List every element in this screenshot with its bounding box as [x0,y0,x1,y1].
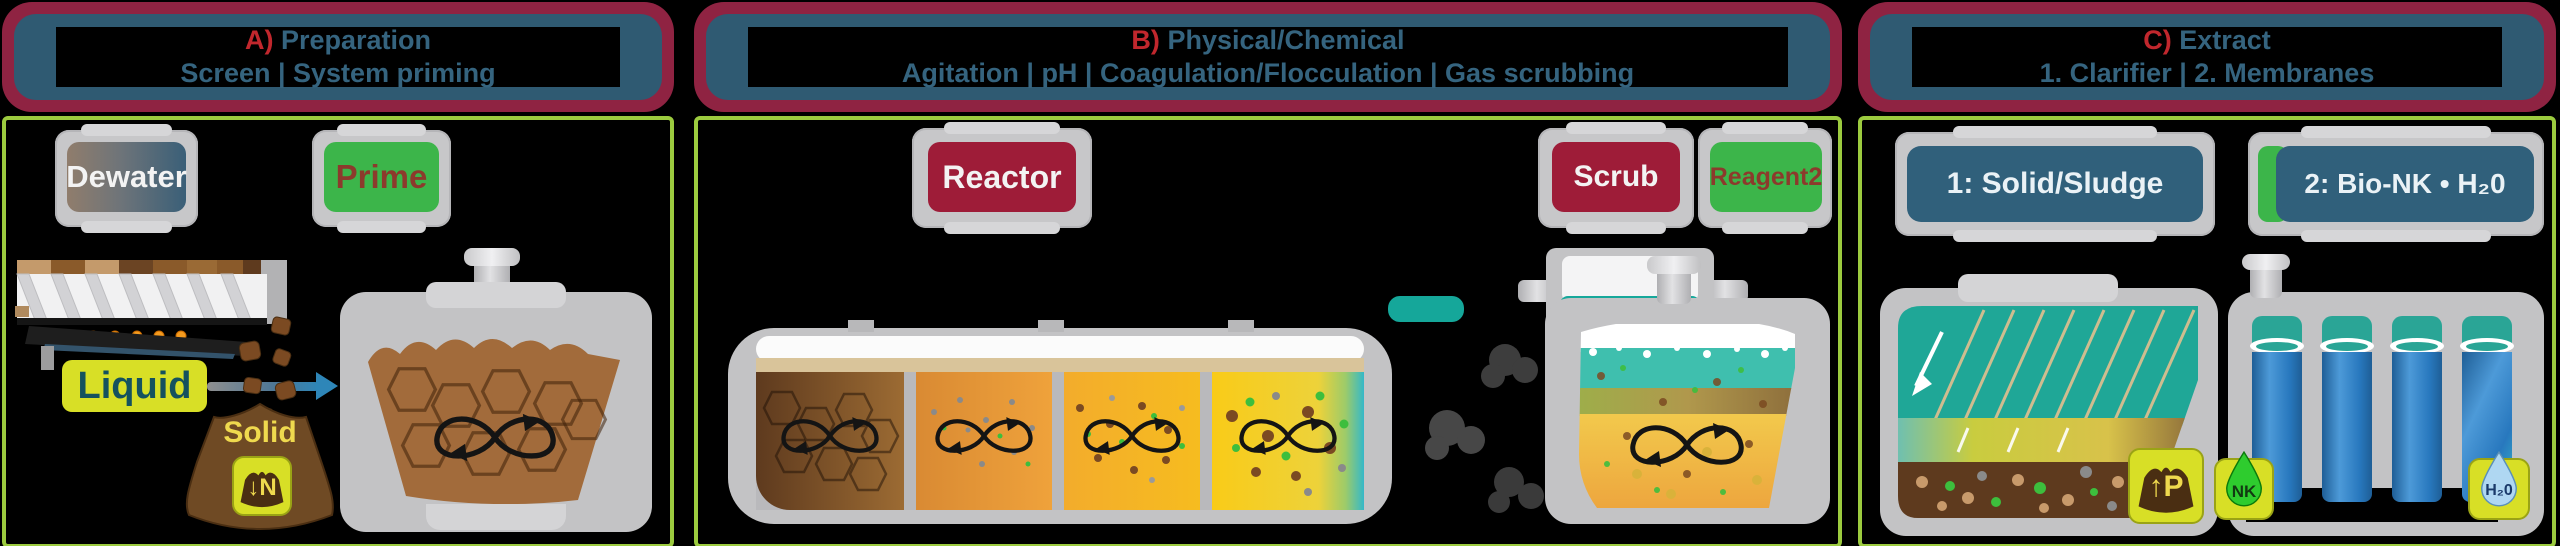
membrane-module [2320,316,2374,502]
header-prefix: B) [1131,25,1160,55]
scrubber-outlet-pipe [1706,280,1748,302]
scum-layer [756,358,1364,372]
membrane-tank-pipe-cap [2242,254,2290,270]
gas-outlet-pipe [1388,296,1464,322]
water-droplet-icon: H₂0 [2468,458,2530,520]
reactor-chambers [756,372,1364,510]
chamber-1-molecules [762,390,900,492]
solid-label: Solid [223,416,297,449]
chamber-4-particles [1226,391,1349,496]
clarifier-contents [1898,306,2198,518]
screw-conveyor [15,260,287,370]
header-subtitle: 1. Clarifier | 2. Membranes [2039,58,2375,88]
header-preparation: A) Preparation Screen | System priming [2,2,674,112]
vessel-port [1038,320,1064,332]
header-extract: C) Extract 1. Clarifier | 2. Membranes [1858,2,2556,112]
phosphorus-bag-icon: ↑P [2128,448,2204,524]
liquid-flow-arrow [207,382,319,391]
header-preparation-text: A) Preparation Screen | System priming [2,24,674,90]
prime-tank [340,248,652,532]
foam-layer [756,336,1364,362]
header-subtitle: Agitation | pH | Coagulation/Flocculatio… [901,58,1635,88]
chamber-3-particles [1076,395,1185,483]
prime-tank-flange [426,282,566,308]
header-band [56,27,620,87]
gas-clouds [1425,344,1544,513]
chamber-2-particles [931,397,1035,467]
header-extract-text: C) Extract 1. Clarifier | 2. Membranes [1858,24,2556,90]
reagent2-button: Reagent2 [1710,142,1822,212]
chamber-4 [1212,372,1364,510]
nitrogen-bag-icon: ↓N [232,456,292,516]
prime-button: Prime [324,142,439,212]
scrub-button: Scrub [1552,142,1680,212]
prime-tank-base [426,504,566,530]
reagent2-tank-contents [1579,324,1795,508]
phosphorus-icon-text: ↑P [2148,470,2184,503]
vessel-port [848,320,874,332]
liquid-label: Liquid [62,360,207,412]
reactor-vessel [728,320,1392,524]
water-icon-text: H₂0 [2485,482,2513,499]
liquid-flow-arrowhead [316,372,338,400]
header-subtitle: Screen | System priming [180,58,496,88]
prime-tank-pipe-cap [464,248,520,266]
header-title: Physical/Chemical [1167,25,1405,55]
reactor-button: Reactor [928,142,1076,212]
dewater-button: Dewater [66,142,187,212]
nk-droplet-icon: NK [2214,458,2274,520]
droplet-icon [2476,448,2522,510]
vessel-port [1228,320,1254,332]
chamber-1 [756,372,904,510]
header-prefix: C) [2143,25,2172,55]
panel-preparation: Dewater Prime [2,116,674,546]
clarifier-button: 1: Solid/Sludge [1907,146,2203,222]
header-physical-chemical-text: B) Physical/Chemical Agitation | pH | Co… [694,24,1842,90]
clarifier-top [1958,274,2118,302]
chamber-2 [916,372,1052,510]
membrane-module [2390,316,2444,502]
nitrogen-icon-text: ↓N [247,474,277,501]
panel-physical-chemical: Reactor Scrub Reagent2 [694,116,1842,546]
nk-icon-text: NK [2231,482,2257,501]
reagent2-tank-pipe-cap [1647,256,1701,274]
membrane-button: 2: Bio-NK • H₂0 [2276,146,2534,222]
header-physical-chemical: B) Physical/Chemical Agitation | pH | Co… [694,2,1842,112]
header-band [748,27,1788,87]
clarifier-tank: ↑P [1880,274,2218,536]
reagent2-tank [1545,256,1830,524]
prime-tank-contents [368,339,620,505]
chamber-3 [1064,372,1200,510]
header-band [1912,27,2502,87]
header-title: Extract [2179,25,2271,55]
panel-extract: 1: Solid/Sludge 2: Bio-NK • H₂0 [1858,116,2556,546]
header-title: Preparation [280,25,432,55]
header-prefix: A) [244,25,274,55]
